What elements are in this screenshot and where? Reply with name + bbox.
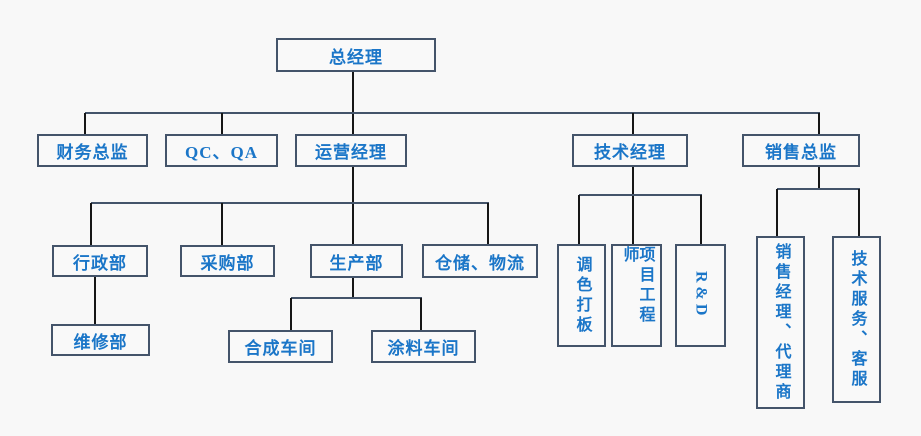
connector-drop-finance <box>84 113 86 134</box>
connector-tech-horizontal <box>579 194 702 196</box>
connector-sales-stem <box>818 167 820 189</box>
node-purchasing-dept: 采购部 <box>180 245 275 277</box>
connector-tech-stem <box>632 167 634 244</box>
connector-level2-horizontal <box>85 112 820 114</box>
node-warehouse-logistics: 仓储、物流 <box>422 244 538 278</box>
connector-drop-color-matching <box>578 195 580 244</box>
connector-drop-tech-service <box>858 189 860 236</box>
node-synthesis-workshop: 合成车间 <box>228 330 333 363</box>
node-sales-manager-agents: 销售经理、代理商 <box>756 236 805 409</box>
node-coating-workshop: 涂料车间 <box>371 330 476 363</box>
node-operations-manager: 运营经理 <box>295 134 407 167</box>
node-rd: R&D <box>675 244 726 347</box>
connector-drop-synthesis <box>290 298 292 330</box>
connector-drop-sales <box>818 113 820 134</box>
connector-production-horizontal <box>291 297 422 299</box>
connector-drop-warehouse <box>487 203 489 244</box>
connector-drop-coating <box>420 298 422 330</box>
connector-drop-rd <box>700 195 702 244</box>
connector-admin-to-maintenance <box>94 277 96 324</box>
node-finance-director: 财务总监 <box>37 134 148 167</box>
connector-drop-tech <box>632 113 634 134</box>
connector-drop-admin <box>90 203 92 245</box>
node-production-dept: 生产部 <box>310 244 403 278</box>
connector-production-stem <box>352 278 354 298</box>
node-general-manager: 总经理 <box>276 38 436 72</box>
node-qc-qa: QC、QA <box>165 134 278 167</box>
connector-drop-sales-agents <box>776 189 778 236</box>
node-project-engineer: 项目工程师 <box>611 244 662 347</box>
node-sales-director: 销售总监 <box>742 134 860 167</box>
connector-ops-to-production-stem <box>352 167 354 244</box>
node-technical-manager: 技术经理 <box>572 134 688 167</box>
connector-drop-purchasing <box>221 203 223 245</box>
connector-sales-horizontal <box>777 188 860 190</box>
connector-gm-to-ops-stem <box>352 72 354 134</box>
connector-drop-qcqa <box>221 113 223 134</box>
node-color-matching: 调色打板 <box>557 244 606 347</box>
connector-ops-horizontal <box>91 202 489 204</box>
node-tech-service-support: 技术服务、客服 <box>832 236 881 403</box>
node-admin-dept: 行政部 <box>52 245 148 277</box>
node-maintenance-dept: 维修部 <box>51 324 150 356</box>
